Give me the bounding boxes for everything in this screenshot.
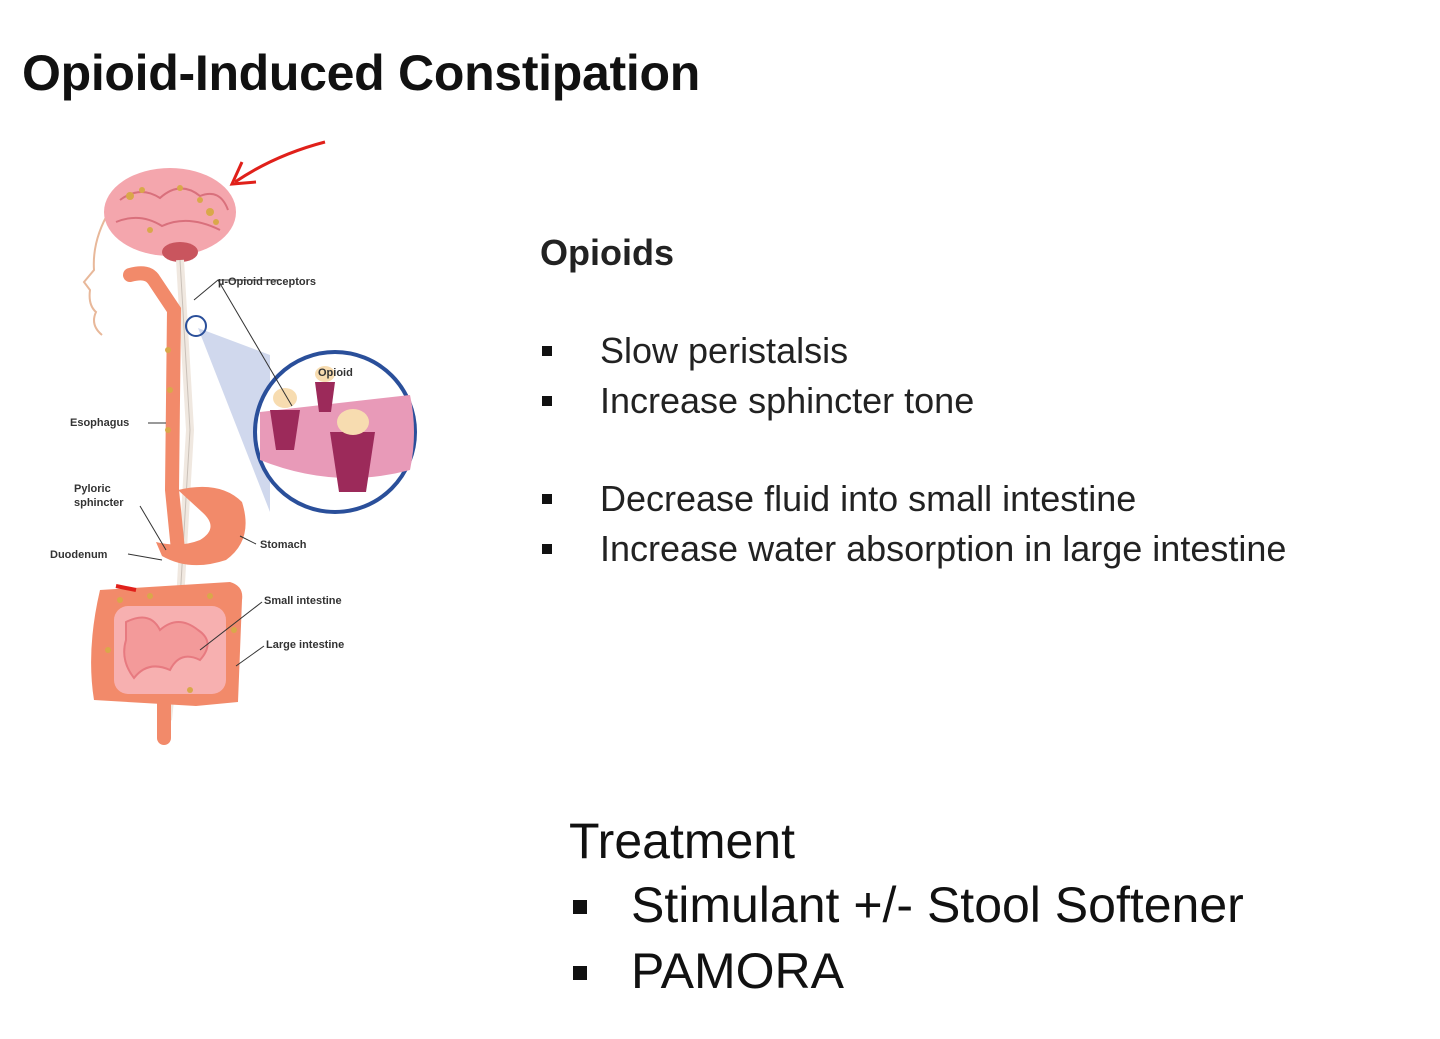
- esophagus: [123, 266, 185, 557]
- opioid-effects-list-2: Decrease fluid into small intestine Incr…: [540, 474, 1286, 574]
- list-item: Stimulant +/- Stool Softener: [569, 872, 1244, 938]
- label-large-intestine: Large intestine: [266, 639, 344, 651]
- list-item: PAMORA: [569, 938, 1244, 1004]
- label-opioid: Opioid: [318, 367, 353, 379]
- red-mark: [115, 584, 137, 592]
- label-small-intestine: Small intestine: [264, 595, 342, 607]
- treatment-list: Stimulant +/- Stool Softener PAMORA: [569, 872, 1244, 1004]
- list-item: Increase sphincter tone: [540, 376, 974, 426]
- small-intestine: [123, 616, 209, 680]
- annotation-arrowhead: [229, 161, 257, 186]
- stomach: [156, 486, 246, 566]
- brain: [104, 168, 236, 262]
- label-duodenum: Duodenum: [50, 549, 108, 561]
- treatment-heading: Treatment: [569, 813, 796, 869]
- label-pyloric: Pyloric: [74, 483, 111, 495]
- opioid-effects-list-1: Slow peristalsis Increase sphincter tone: [540, 326, 974, 426]
- gi-tract-illustration: µ-Opioid receptors Opioid Esophagus Pylo…: [50, 140, 417, 745]
- opioids-heading: Opioids: [540, 232, 674, 273]
- label-esophagus: Esophagus: [70, 417, 129, 429]
- label-receptors: µ-Opioid receptors: [218, 276, 316, 288]
- receptor-2: [315, 366, 335, 412]
- inset-cone: [198, 328, 270, 512]
- receptor-3: [330, 409, 375, 492]
- list-item: Slow peristalsis: [540, 326, 974, 376]
- slide-title: Opioid-Induced Constipation: [22, 45, 700, 101]
- list-item: Decrease fluid into small intestine: [540, 474, 1286, 524]
- list-item: Increase water absorption in large intes…: [540, 524, 1286, 574]
- label-sphincter: sphincter: [74, 497, 124, 509]
- annotation-arrow: [234, 140, 326, 184]
- face-outline: [82, 209, 111, 336]
- label-stomach: Stomach: [260, 539, 307, 551]
- gi-tract-diagram: µ-Opioid receptors Opioid Esophagus Pylo…: [30, 130, 450, 770]
- receptor-1: [270, 388, 300, 450]
